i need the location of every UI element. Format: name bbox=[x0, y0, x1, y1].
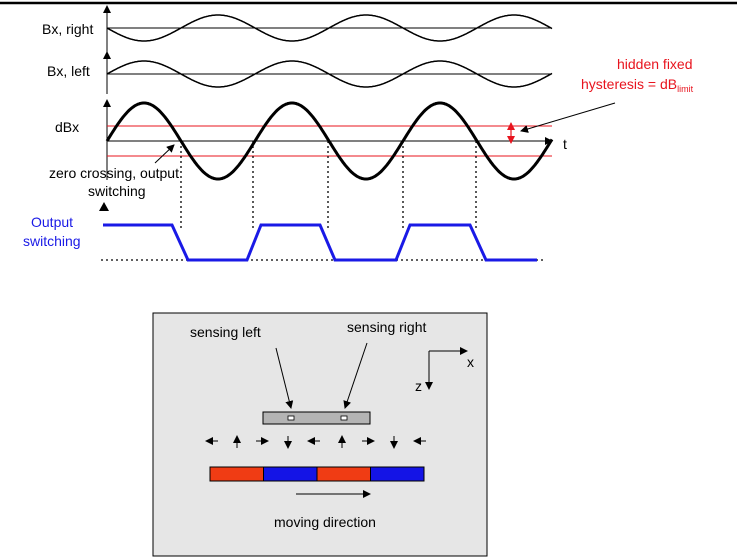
t-axis-label: t bbox=[563, 136, 567, 152]
output-label-line2: switching bbox=[23, 233, 81, 249]
bx-right-label: Bx, right bbox=[42, 21, 93, 37]
magnet-segment bbox=[370, 466, 425, 482]
bx-left-label: Bx, left bbox=[47, 63, 90, 79]
x-axis-label: x bbox=[467, 354, 474, 370]
sensing-element-left bbox=[287, 415, 295, 421]
zero-crossing-label-line2: switching bbox=[88, 183, 146, 199]
sensing-left-label: sensing left bbox=[190, 324, 261, 340]
sensing-right-pointer bbox=[343, 342, 368, 409]
sensing-left-pointer bbox=[275, 347, 294, 409]
field-arrows bbox=[205, 435, 426, 449]
zero-crossing-pointer bbox=[154, 144, 175, 164]
magnet-segment bbox=[209, 466, 264, 482]
magnet-segment bbox=[316, 466, 371, 482]
bx-left-wave bbox=[106, 60, 553, 88]
output-label-line1: Output bbox=[31, 214, 73, 230]
dbx-label: dBx bbox=[55, 119, 79, 135]
sensor-panel bbox=[152, 312, 488, 557]
hysteresis-label-line2: hysteresis = dBlimit bbox=[581, 76, 694, 94]
hysteresis-label-line1: hidden fixed bbox=[617, 56, 693, 72]
output-switching-signal bbox=[103, 223, 537, 262]
output-axis-arrowhead bbox=[99, 202, 109, 211]
hysteresis-pointer bbox=[520, 102, 616, 133]
bx-right-wave bbox=[106, 14, 553, 42]
sensing-element-right bbox=[340, 415, 348, 421]
zero-crossing-label-line1: zero crossing, output bbox=[49, 165, 179, 181]
sensing-right-label: sensing right bbox=[347, 319, 426, 335]
magnet-segment bbox=[263, 466, 318, 482]
moving-direction-label: moving direction bbox=[274, 514, 376, 530]
sensor-chip bbox=[262, 411, 371, 425]
magnet-strip bbox=[209, 466, 425, 482]
z-axis-label: z bbox=[415, 378, 422, 394]
